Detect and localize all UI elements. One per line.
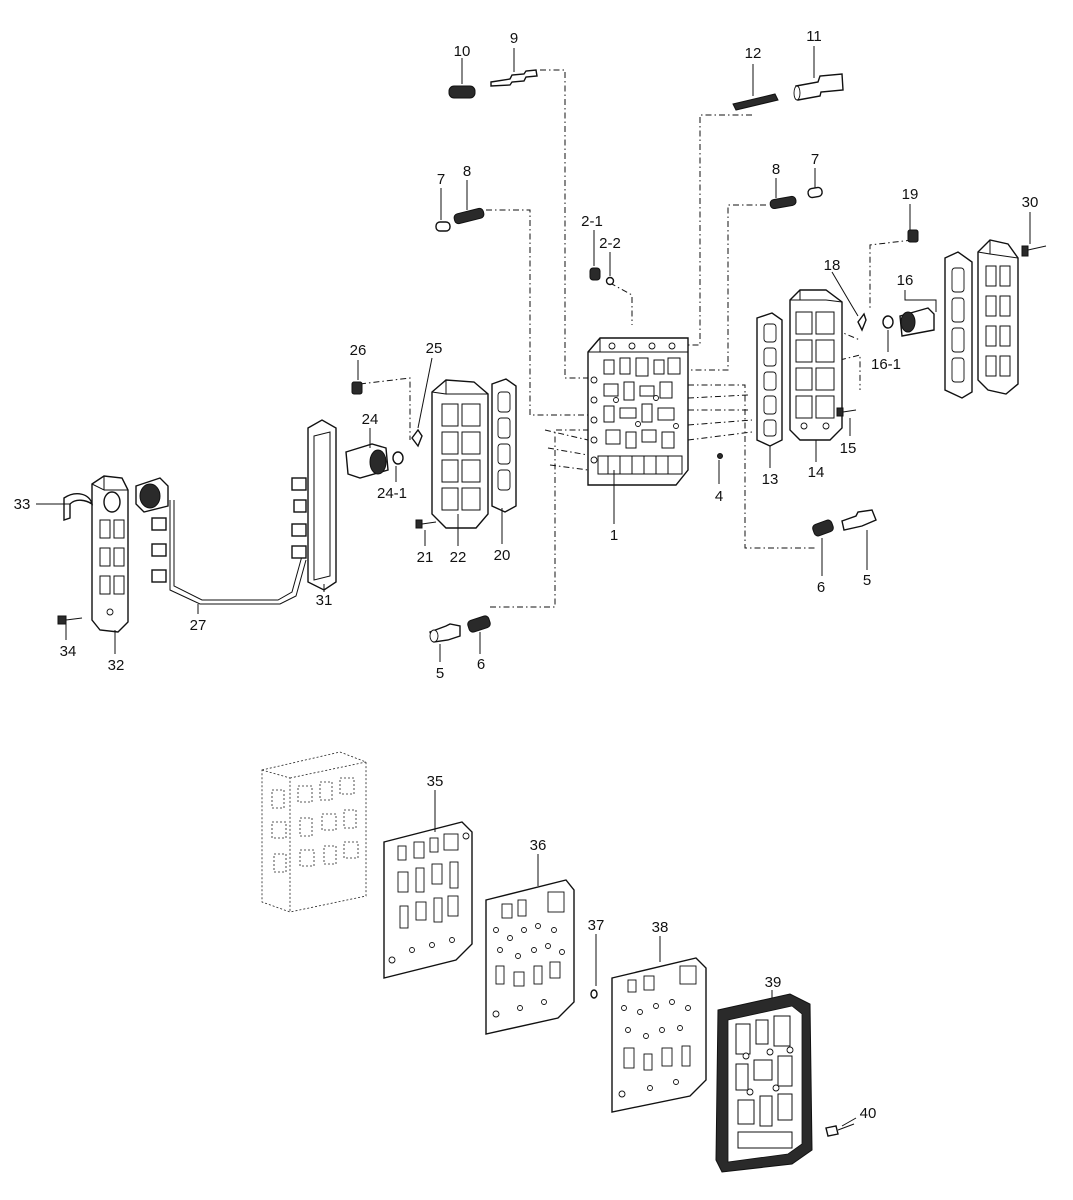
callout-20: 20	[494, 547, 511, 564]
callout-7-right: 7	[811, 151, 819, 168]
gasket-right	[944, 251, 973, 399]
bolt-26	[351, 381, 363, 395]
body-14	[789, 289, 843, 441]
callout-18: 18	[824, 257, 841, 274]
callout-37: 37	[588, 917, 605, 934]
callout-12: 12	[745, 45, 762, 62]
clip-18	[857, 312, 867, 332]
callout-21: 22	[450, 549, 467, 566]
bolt-19	[907, 229, 919, 243]
callout-33: 33	[14, 496, 31, 513]
callout-40: 40	[860, 1105, 877, 1122]
bolt-30	[1021, 245, 1047, 257]
callout-24-1: 24-1	[377, 485, 407, 502]
plug-5-right	[841, 509, 877, 531]
callout-14: 14	[808, 464, 825, 481]
bolt-22	[415, 519, 437, 529]
callout-32: 32	[108, 657, 125, 674]
ball-4	[717, 453, 723, 459]
cover-right	[977, 239, 1019, 395]
callout-39: 39	[765, 974, 782, 991]
leader-lines	[36, 46, 1031, 1127]
callout-16-1: 16-1	[871, 356, 901, 373]
callout-8-right: 8	[772, 161, 780, 178]
callout-7-left: 7	[437, 171, 445, 188]
callout-4: 4	[715, 488, 723, 505]
callout-34: 34	[60, 643, 77, 660]
body-21	[431, 379, 489, 529]
spring-12	[732, 93, 779, 111]
plate-36	[485, 879, 575, 1035]
solenoid-24	[345, 443, 389, 479]
callout-5-right: 5	[863, 572, 871, 589]
spring-6-left	[467, 615, 491, 633]
callout-8-left: 8	[463, 163, 471, 180]
plug-5-left	[429, 623, 461, 643]
callout-27: 27	[190, 617, 207, 634]
plug-7-right	[807, 186, 823, 199]
ghost-valve-body	[261, 751, 367, 913]
oring-16-1	[882, 315, 894, 329]
ball-37	[590, 989, 598, 999]
gasket-31	[307, 419, 337, 591]
callout-19: 19	[902, 186, 919, 203]
lower-valve-body-39	[715, 993, 813, 1173]
callout-10: 10	[454, 43, 471, 60]
ring-2-2	[605, 276, 615, 286]
assembly-lines	[359, 69, 913, 608]
callout-36: 36	[530, 837, 547, 854]
bolt-34	[57, 615, 83, 625]
plate-38	[611, 957, 707, 1113]
callout-6-right: 6	[817, 579, 825, 596]
oring-24-1	[392, 451, 404, 465]
callout-labels: 10 9 12 11 7 8 8 7 2-1 2-2 19 30 18 16 1…	[14, 28, 1039, 1122]
callout-35: 35	[427, 773, 444, 790]
bolt-40	[825, 1123, 855, 1137]
valve-11	[793, 73, 844, 101]
spring-8-left	[453, 207, 485, 225]
callout-5-left: 5	[436, 665, 444, 682]
callout-11: 11	[806, 28, 822, 45]
spring-6-right	[812, 519, 834, 537]
plug-2-1	[589, 267, 601, 281]
valve-9	[490, 69, 538, 87]
plug-7-left	[435, 221, 451, 232]
callout-16: 16	[897, 272, 914, 289]
callout-22: 21	[417, 549, 434, 566]
harness-27	[135, 477, 307, 605]
gasket-13	[756, 312, 783, 447]
main-valve-body	[587, 337, 689, 486]
spring-8-right	[769, 195, 797, 210]
callout-9: 9	[510, 30, 518, 47]
callout-31: 31	[316, 592, 333, 609]
callout-6-left: 6	[477, 656, 485, 673]
callout-38: 38	[652, 919, 669, 936]
callout-1: 1	[610, 527, 618, 544]
spring-10	[448, 85, 476, 99]
callout-26: 26	[350, 342, 367, 359]
solenoid-16	[899, 307, 935, 337]
cover-32	[91, 475, 129, 633]
bolt-15	[836, 407, 857, 417]
gasket-20	[491, 378, 517, 513]
callout-24: 24	[362, 411, 379, 428]
callout-30: 30	[1022, 194, 1039, 211]
callout-15: 15	[840, 440, 857, 457]
callout-2-2: 2-2	[599, 235, 621, 252]
clip-33	[63, 493, 94, 521]
callout-25: 25	[426, 340, 443, 357]
clip-25	[411, 428, 423, 448]
callout-13: 13	[762, 471, 779, 488]
callout-2-1: 2-1	[581, 213, 603, 230]
plate-35	[383, 821, 473, 979]
